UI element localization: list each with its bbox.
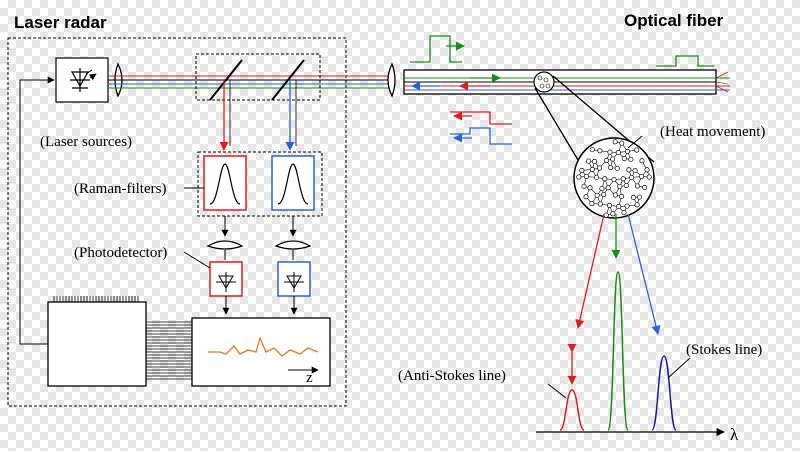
beam-splitter-2 bbox=[271, 59, 305, 101]
anti-stokes-peak bbox=[559, 389, 585, 431]
laser-sources-label: (Laser sources) bbox=[40, 134, 132, 150]
anti-stokes-arrow bbox=[575, 213, 605, 329]
raman-filter-box bbox=[197, 151, 323, 217]
pulse-red-return bbox=[450, 111, 512, 125]
stokes-arrow bbox=[627, 213, 661, 335]
photodetector-label: (Photodetector) bbox=[74, 245, 167, 261]
stokes-peak bbox=[651, 355, 677, 431]
feedback-line bbox=[19, 76, 55, 345]
wavelength-axis-label: λ bbox=[730, 425, 739, 444]
raman-filter-red bbox=[203, 155, 247, 211]
stokes-label: (Stokes line) bbox=[686, 342, 762, 358]
distance-axis-label: z bbox=[306, 370, 313, 386]
heat-movement-circle bbox=[573, 137, 655, 219]
optical-fiber-title: Optical fiber bbox=[624, 11, 724, 30]
fiber-lens bbox=[387, 62, 396, 98]
rayleigh-peak bbox=[607, 271, 629, 431]
laser-source bbox=[55, 57, 109, 103]
laser-radar-title: Laser radar bbox=[14, 13, 107, 32]
raman-filter-blue bbox=[271, 155, 315, 211]
pulse-green-far bbox=[656, 55, 714, 67]
laser-beam bbox=[108, 75, 392, 89]
photodetector-blue bbox=[277, 261, 311, 297]
photodetector-lens-red bbox=[206, 240, 244, 250]
processing-chip bbox=[47, 296, 192, 387]
optical-fiber bbox=[403, 69, 730, 95]
pulse-green-launch bbox=[410, 35, 462, 63]
pulse-blue-return bbox=[450, 127, 512, 145]
beam-splitter-box bbox=[195, 53, 321, 101]
photodetector-lens-blue bbox=[274, 240, 312, 250]
laser-radar-box bbox=[7, 37, 347, 407]
beam-splitter-1 bbox=[209, 59, 243, 101]
spectrum bbox=[536, 271, 725, 437]
signal-display bbox=[191, 317, 331, 387]
anti-stokes-label: (Anti-Stokes line) bbox=[398, 368, 506, 384]
fiber-zoom-point bbox=[533, 71, 555, 93]
photodetector-red bbox=[209, 261, 243, 297]
heat-movement-label: (Heat movement) bbox=[660, 124, 765, 140]
raman-filters-label: (Raman-filters) bbox=[74, 181, 166, 197]
